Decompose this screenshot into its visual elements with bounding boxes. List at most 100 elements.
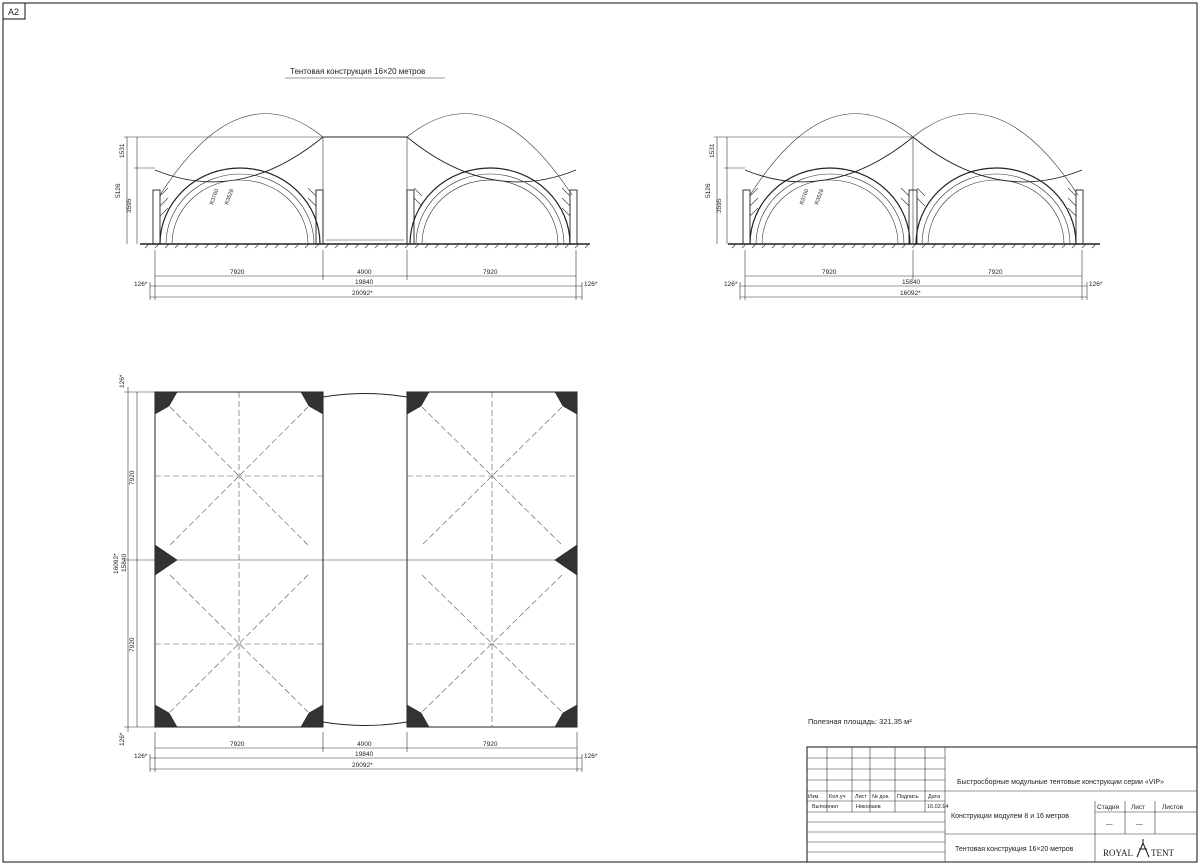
arch-inner (927, 179, 1065, 245)
dim-label: 4000 (357, 741, 372, 748)
drawing-name: Тентовая конструкция 16×20 метров (955, 846, 1074, 853)
dim-lines (149, 732, 583, 772)
dim-label: 16092* (113, 553, 120, 574)
arch-outer (159, 167, 321, 245)
ground-hatch (731, 243, 1097, 249)
corner-node (554, 704, 578, 728)
roof-curve (406, 113, 573, 196)
arch-inner (415, 173, 565, 245)
doc-title: Конструкции модулем 8 и 16 метров (951, 813, 1069, 820)
arch-inner (165, 173, 315, 245)
column-bracing (159, 187, 571, 217)
height-dim-label: 3595 (716, 198, 723, 213)
dim-label: 126* (134, 753, 148, 760)
arch-outer (749, 167, 911, 245)
column-post (406, 189, 415, 245)
dim-label: 126* (134, 281, 148, 288)
dim-label: 19840 (355, 751, 373, 758)
height-dim-label: 5126 (115, 183, 122, 198)
corner-node (154, 704, 178, 728)
corner-node (406, 391, 430, 415)
roof-outline (154, 136, 577, 183)
mid-node (554, 544, 578, 576)
arch-outer (409, 167, 571, 245)
arch-outer (915, 167, 1077, 245)
corner-node (406, 704, 430, 728)
logo-text-left: ROYAL (1103, 848, 1133, 858)
sheet-value: — (1136, 821, 1143, 828)
title-block-grid (807, 747, 1197, 862)
dim-lines (739, 250, 1088, 300)
stage-value: — (1106, 821, 1113, 828)
height-dim-label: 1531 (709, 143, 716, 158)
corner-nodes (154, 391, 578, 728)
stage-label: Стадия (1097, 804, 1120, 811)
dim-label: 7920 (129, 637, 136, 652)
sign-date: 16.02.14 (927, 804, 948, 810)
radius-label: R3528 (814, 188, 825, 205)
arch-inner (761, 179, 899, 245)
roof-curve (159, 113, 324, 196)
dim-label: 20092* (352, 762, 373, 769)
plan-vertical-dims (124, 387, 155, 732)
arch-inner (921, 173, 1071, 245)
roof-curve (749, 113, 914, 196)
dim-label: 7920 (988, 269, 1003, 276)
header-col-podpis: Подпись (897, 794, 919, 800)
plan-view: 126* 7920 16092* 15840 7920 126* 7920 40… (113, 374, 598, 772)
dim-label: 19840 (355, 279, 373, 286)
dim-label: 4000 (357, 269, 372, 276)
dim-label: 15840 (902, 279, 920, 286)
arch-inner (171, 179, 309, 245)
corner-node (300, 704, 324, 728)
dim-label: 7920 (230, 741, 245, 748)
dim-label: 7920 (230, 269, 245, 276)
ground-hatch (144, 243, 590, 249)
dim-label: 126* (584, 281, 598, 288)
column-post (742, 189, 751, 245)
height-dim-label: 5126 (705, 183, 712, 198)
dim-label: 7920 (483, 269, 498, 276)
sheet-label: Лист (1131, 804, 1145, 811)
project-title: Быстросборные модульные тентовые констру… (957, 778, 1164, 786)
format-label: A2 (8, 7, 19, 17)
center-insert (322, 393, 408, 726)
column-post (1075, 189, 1084, 245)
arch-inner (755, 173, 905, 245)
area-note: Полезная площадь: 321.35 м² (808, 717, 912, 726)
royal-tent-logo: ROYAL TENT (1103, 839, 1174, 858)
column-post (315, 189, 324, 245)
sheets-label: Листов (1162, 804, 1184, 811)
header-col-koluch: Кол.уч (829, 794, 846, 800)
column-post (152, 189, 161, 245)
dim-label: 126* (724, 281, 738, 288)
elevation-right: R3760 R3528 1531 5126 3595 7920 7920 126… (705, 113, 1103, 300)
radius-label: R3528 (224, 188, 235, 205)
arch-inner (421, 179, 559, 245)
radius-label: R3760 (799, 188, 810, 205)
sheet-title: Тентовая конструкция 16×20 метров (290, 67, 425, 76)
dim-label: 7920 (129, 470, 136, 485)
dim-label: 126* (1089, 281, 1103, 288)
logo-text-right: TENT (1151, 848, 1174, 858)
header-col-data: Дата (928, 794, 941, 800)
dim-label: 126* (119, 732, 126, 746)
column-post (908, 189, 918, 245)
dim-label: 126* (119, 374, 126, 388)
radius-label: R3760 (209, 188, 220, 205)
header-col-izm: Изм. (808, 794, 820, 800)
roof-curve (912, 113, 1079, 196)
dim-lines (149, 250, 583, 300)
dim-label: 7920 (483, 741, 498, 748)
title-block-frame (806, 746, 1198, 863)
title-block: Изм. Кол.уч Лист № док. Подпись Дата Вып… (806, 746, 1198, 863)
column-bracing (749, 187, 1077, 217)
height-dim-label: 1531 (119, 143, 126, 158)
author-name: Николаев (856, 804, 881, 810)
dim-label: 15840 (121, 554, 128, 572)
corner-node (154, 391, 178, 415)
corner-node (300, 391, 324, 415)
dim-label: 20092* (352, 290, 373, 297)
role-label: Выполнил (812, 804, 838, 810)
